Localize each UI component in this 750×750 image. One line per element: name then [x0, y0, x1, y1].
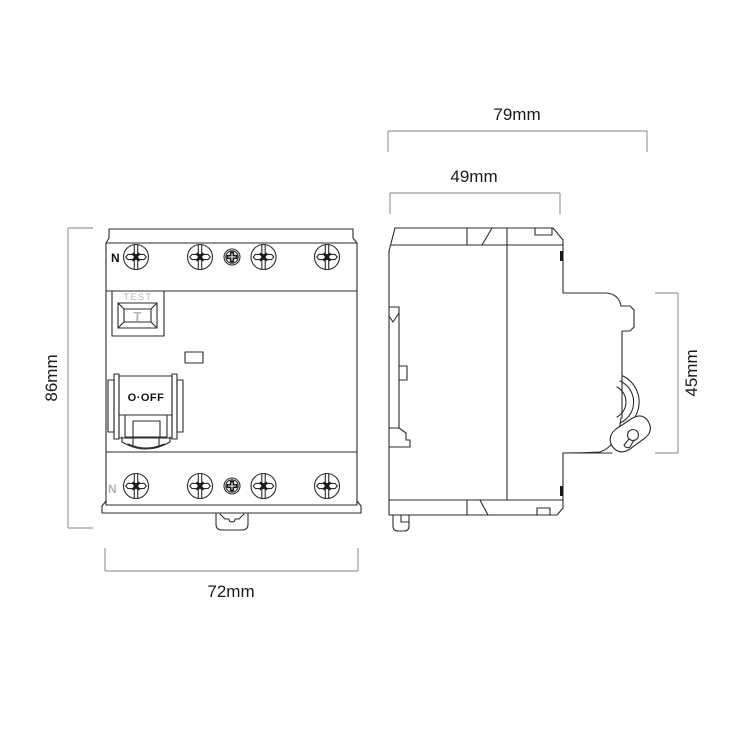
terminal-screws-bottom [122, 472, 341, 500]
screw-icon [186, 472, 214, 500]
dimension-height: 86mm [42, 354, 61, 401]
terminal-screws-top [122, 243, 341, 271]
side-outline-upper [388, 227, 635, 378]
screw-icon [122, 243, 150, 271]
front-view: N N TEST T O·OFF [101, 228, 362, 531]
din-tab [215, 512, 249, 531]
small-screw-icon [223, 477, 241, 495]
screw-icon [249, 243, 278, 271]
side-outline-lower [388, 250, 564, 516]
switch-state-label: O·OFF [128, 392, 165, 404]
screw-icon [313, 243, 341, 271]
side-view [388, 227, 651, 532]
test-button [117, 302, 158, 329]
neutral-top-label: N [111, 251, 120, 265]
neutral-bottom-label: N [108, 482, 117, 496]
din-rail-claws [388, 306, 411, 532]
front-bottom-cap [101, 500, 362, 514]
screw-icon [186, 243, 214, 271]
toggle-lever [609, 415, 651, 453]
dimension-width: 72mm [207, 582, 254, 601]
status-indicator-window [184, 351, 204, 364]
test-button-module: TEST T [111, 290, 165, 337]
front-top-cap [105, 228, 358, 244]
small-screw-icon [223, 248, 241, 266]
front-body-outline [105, 242, 358, 506]
screw-icon [249, 472, 278, 500]
dimension-body-depth: 49mm [450, 167, 497, 186]
dimension-din-height: 45mm [682, 349, 701, 396]
test-button-letter: T [134, 309, 142, 324]
switch-assembly: O·OFF [107, 373, 184, 450]
switch-handle-frame [124, 414, 168, 438]
dimension-total-depth: 79mm [493, 105, 540, 124]
dimension-annotations: 79mm 49mm 86mm 72mm 45mm [42, 105, 701, 601]
screw-icon [122, 472, 150, 500]
screw-icon [313, 472, 341, 500]
test-label: TEST [123, 292, 152, 302]
